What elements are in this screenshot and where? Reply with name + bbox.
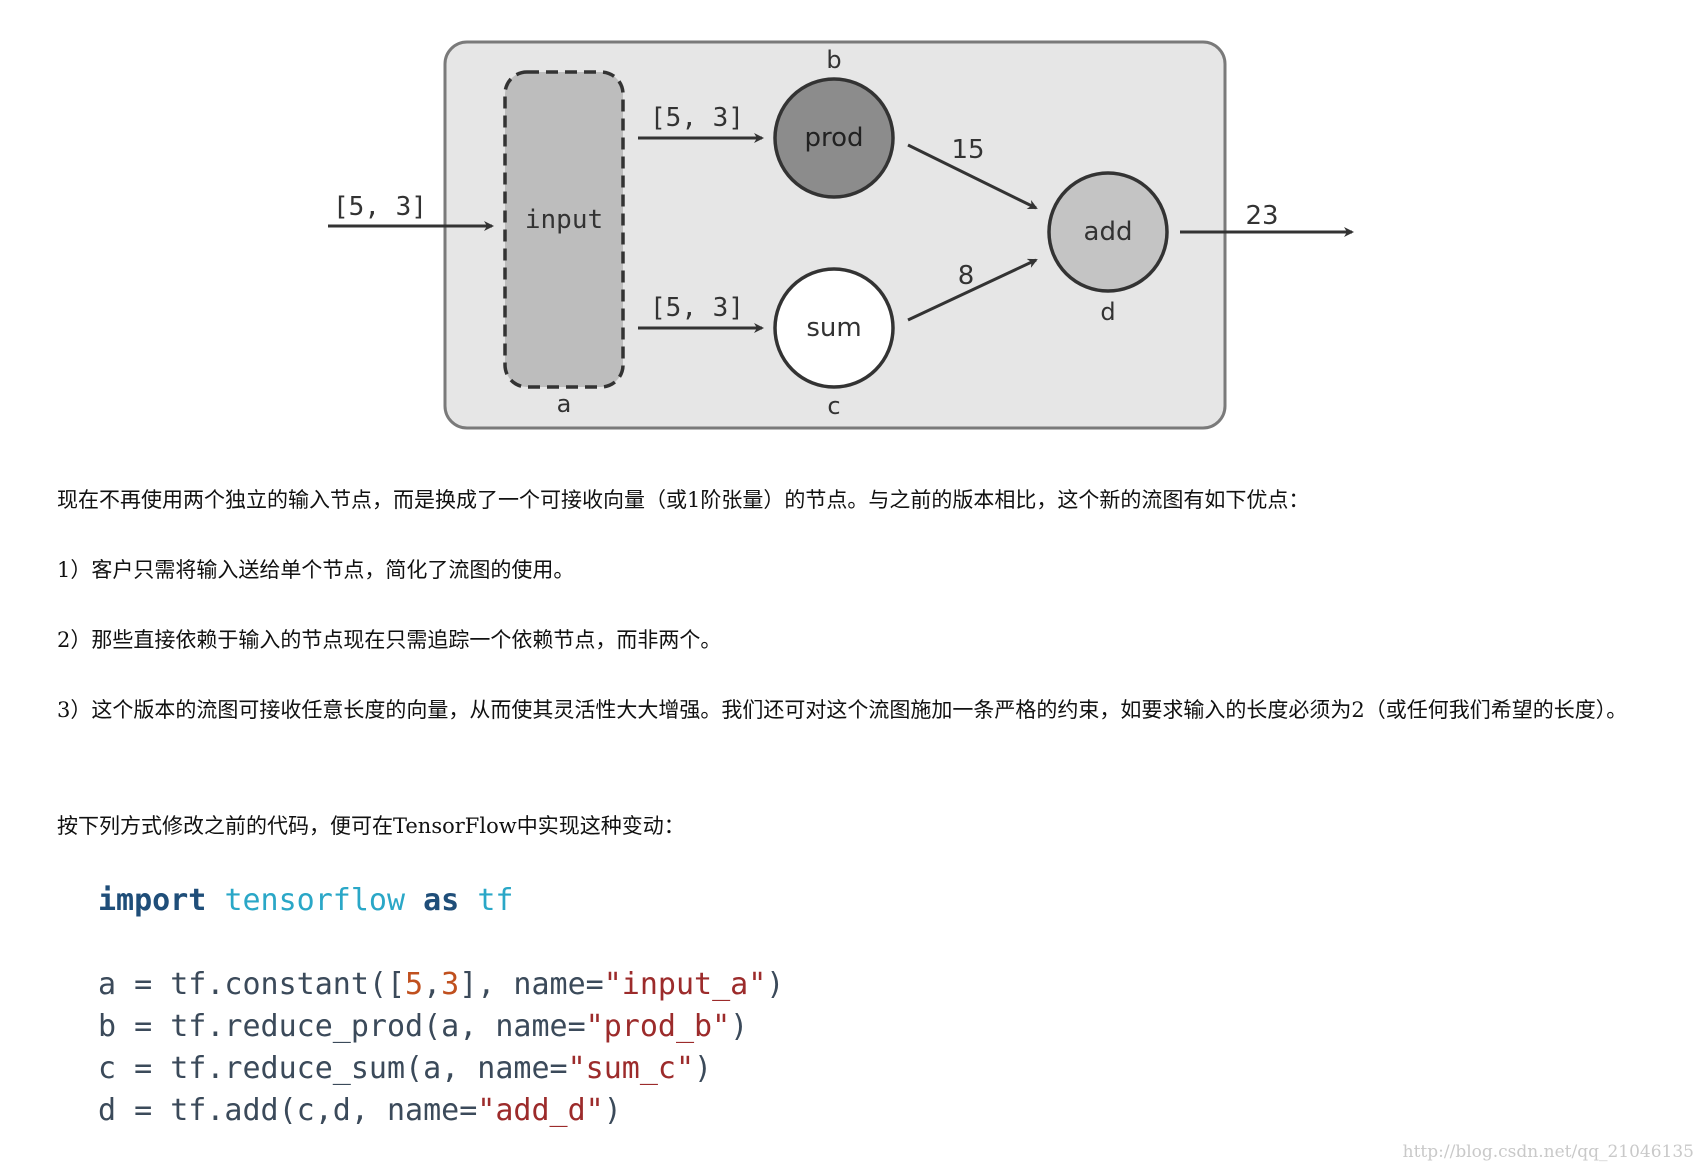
paragraph-code-intro: 按下列方式修改之前的代码，便可在TensorFlow中实现这种变动： (57, 814, 685, 838)
keyword-as: as (423, 883, 460, 918)
input-edge-label: [5, 3] (333, 192, 427, 222)
edge-prod-add-arrow (907, 143, 1038, 210)
edge-to-sum-label: [5, 3] (650, 293, 744, 323)
output-edge-label: 23 (1245, 201, 1278, 231)
edge-sum-add-arrow (907, 258, 1038, 322)
code-line-d: d = tf.add(c,d, name="add_d") (98, 1093, 622, 1128)
input-node-label: input (525, 205, 603, 235)
prod-node (773, 77, 895, 199)
prod-node-id: b (826, 46, 841, 74)
prod-node-label: prod (804, 123, 863, 153)
code-line-b: b = tf.reduce_prod(a, name="prod_b") (98, 1009, 749, 1044)
watermark-url: http://blog.csdn.net/qq_21046135 (1402, 1142, 1694, 1162)
sum-node-label: sum (806, 313, 861, 343)
paragraph-point-1: 1）客户只需将输入送给单个节点，简化了流图的使用。 (57, 558, 575, 582)
code-block: import tensorflow as tf a = tf.constant(… (98, 880, 784, 1132)
edge-sum-add-label: 8 (958, 261, 975, 291)
add-node-id: d (1100, 298, 1115, 326)
sum-node (773, 267, 895, 389)
module-name: tensorflow (224, 883, 406, 918)
input-node (503, 70, 625, 389)
sum-node-id: c (827, 392, 840, 420)
code-line-c: c = tf.reduce_sum(a, name="sum_c") (98, 1051, 713, 1086)
dataflow-graph-diagram: input a [5, 3] [5, 3] [5, 3] prod b sum … (328, 40, 1354, 430)
edge-prod-add-label: 15 (951, 135, 984, 165)
code-line-a: a = tf.constant([5,3], name="input_a") (98, 967, 785, 1002)
add-node-label: add (1084, 217, 1133, 247)
paragraph-point-2: 2）那些直接依赖于输入的节点现在只需追踪一个依赖节点，而非两个。 (57, 628, 722, 652)
paragraph-intro: 现在不再使用两个独立的输入节点，而是换成了一个可接收向量（或1阶张量）的节点。与… (57, 488, 1310, 512)
code-line-import: import tensorflow as tf (98, 883, 513, 918)
edge-to-prod-label: [5, 3] (650, 103, 744, 133)
input-node-id: a (557, 390, 572, 418)
module-alias: tf (477, 883, 514, 918)
keyword-import: import (98, 883, 207, 918)
paragraph-point-3: 3）这个版本的流图可接收任意长度的向量，从而使其灵活性大大增强。我们还可对这个流… (57, 698, 1628, 722)
add-node (1047, 171, 1169, 293)
